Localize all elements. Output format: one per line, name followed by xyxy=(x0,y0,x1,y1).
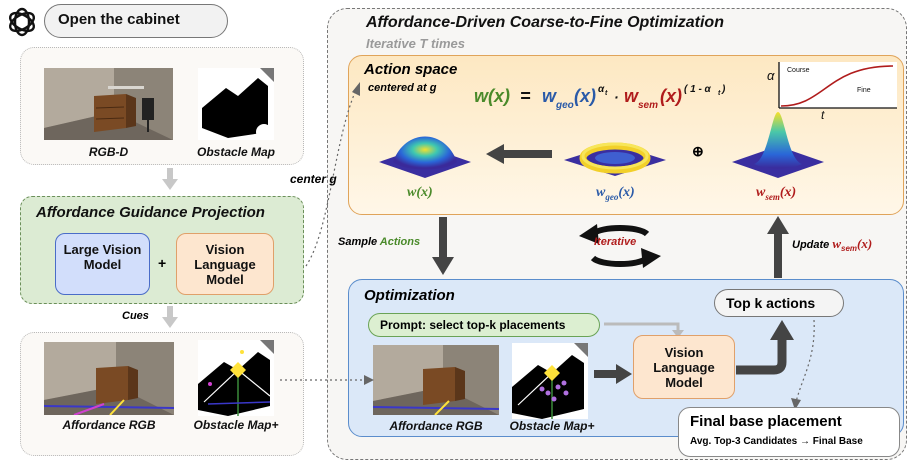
vlm-left-label: Vision Language Model xyxy=(194,242,256,287)
svg-text:(x): (x) xyxy=(574,86,596,106)
optim-affordance-rgb-image xyxy=(373,345,499,415)
large-vision-model-box: Large Vision Model xyxy=(55,233,150,295)
task-pill xyxy=(44,4,228,38)
svg-text:w: w xyxy=(624,86,639,106)
svg-text:α: α xyxy=(598,84,605,95)
iterative-cycle-icon xyxy=(579,224,661,268)
affordance-formula: w(x) = w geo (x) α t · w sem (x) ( 1 - α… xyxy=(474,84,726,111)
svg-text:(x): (x) xyxy=(660,86,682,106)
affordance-rgb-image xyxy=(44,342,174,415)
iterative-subtitle: Iterative T times xyxy=(366,36,465,51)
vlm-to-topk-arrow xyxy=(736,320,794,375)
optim-obstacle-map-label: Obstacle Map+ xyxy=(509,419,595,433)
svg-text:t: t xyxy=(718,90,721,97)
plus-sign: + xyxy=(158,255,167,271)
final-base-placement-box xyxy=(678,407,900,457)
final-subtitle: Avg. Top-3 Candidates → Final Base xyxy=(690,436,863,447)
final-title: Final base placement xyxy=(690,413,842,430)
svg-text:w: w xyxy=(542,86,557,106)
prompt-label: Prompt: select top-k placements xyxy=(380,318,566,332)
alpha-schedule-plot: α t Course Fine xyxy=(767,62,897,120)
wx-surface-plot xyxy=(379,136,471,178)
schedule-t: t xyxy=(821,108,825,120)
wgeo-surface-plot xyxy=(564,142,666,176)
svg-text:sem: sem xyxy=(638,100,658,111)
centered-at-g-label: centered at g xyxy=(368,82,437,94)
vlm-box-left: Vision Language Model xyxy=(176,233,274,295)
center-g-connector xyxy=(305,82,360,267)
schedule-fine-label: Fine xyxy=(857,87,871,94)
affordance-rgb-label: Affordance RGB xyxy=(62,418,156,432)
optim-obstacle-map-image xyxy=(512,343,588,419)
schedule-alpha: α xyxy=(767,68,775,83)
optimization-title: Optimization xyxy=(364,287,455,304)
combine-oplus-icon: ⊕ xyxy=(692,143,704,159)
action-space-title: Action space xyxy=(364,61,458,78)
images-to-vlm-arrow xyxy=(594,364,632,384)
prompt-pill xyxy=(368,313,600,337)
down-arrow-icon-2 xyxy=(162,306,178,328)
optim-affordance-rgb-label: Affordance RGB xyxy=(389,419,483,433)
svg-text:t: t xyxy=(605,90,608,97)
top-k-actions-pill xyxy=(714,289,844,317)
svg-text:w(x): w(x) xyxy=(474,86,510,106)
task-label: Open the cabinet xyxy=(58,11,180,28)
guidance-title: Affordance Guidance Projection xyxy=(36,204,265,221)
svg-text:geo: geo xyxy=(555,100,574,111)
update-label: Update wsem(x) xyxy=(792,236,873,254)
schedule-coarse-label: Course xyxy=(787,67,810,74)
svg-text:=: = xyxy=(520,86,531,106)
obstacle-map-plus-label: Obstacle Map+ xyxy=(193,418,279,432)
svg-text:·: · xyxy=(614,89,619,105)
coarse-to-fine-title: Affordance-Driven Coarse-to-Fine Optimiz… xyxy=(366,14,724,31)
lvm-label: Large Vision Model xyxy=(63,242,142,272)
wsem-label: wsem(x) xyxy=(756,185,797,202)
vlm-box-right: Vision Language Model xyxy=(633,335,735,399)
sample-actions-label: Sample Actions xyxy=(338,236,421,248)
wsem-surface-plot xyxy=(732,112,824,178)
dotted-connector-arrow xyxy=(280,375,374,385)
obstacle-map-label: Obstacle Map xyxy=(196,145,276,159)
top-k-label: Top k actions xyxy=(726,295,816,311)
center-g-label: center g xyxy=(290,172,337,186)
left-arrow-icon xyxy=(486,144,552,164)
rgbd-label: RGB-D xyxy=(88,145,129,159)
rgbd-image xyxy=(44,68,173,140)
obstacle-map-image xyxy=(198,68,274,140)
openai-logo-icon xyxy=(9,7,35,37)
prompt-to-vlm-arrow xyxy=(604,322,684,338)
cues-label: Cues xyxy=(122,310,149,322)
wx-label: w(x) xyxy=(407,185,433,200)
up-arrow-update-icon xyxy=(767,216,789,278)
obstacle-map-plus-image xyxy=(198,340,274,416)
svg-text:( 1 - α: ( 1 - α xyxy=(684,84,712,95)
wgeo-label: wgeo(x) xyxy=(596,185,635,202)
down-arrow-icon xyxy=(162,168,178,190)
svg-text:): ) xyxy=(721,84,726,95)
down-arrow-sample-icon xyxy=(432,217,454,275)
vlm-right-label: Vision Language Model xyxy=(653,345,715,390)
topk-to-final-connector xyxy=(791,319,815,410)
iterative-label: Iterative xyxy=(594,236,637,248)
